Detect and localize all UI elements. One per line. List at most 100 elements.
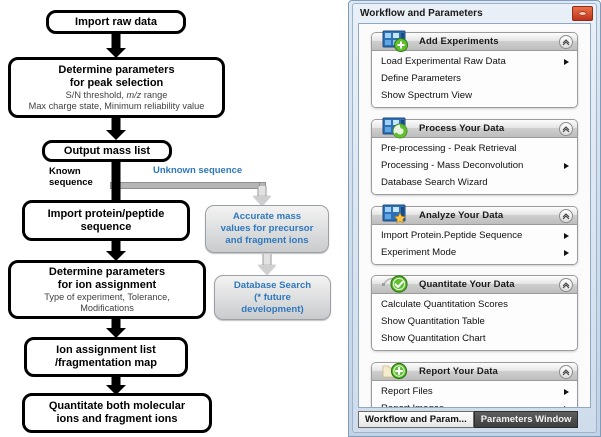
gray-node-line1: Accurate mass	[232, 211, 302, 222]
flow-node-quantitate-both: Quantitate both molecular ions and fragm…	[22, 393, 212, 433]
flow-node-determine-parameters-ion-assignment: Determine parameters for ion assignment …	[8, 260, 206, 319]
menu-item-database-search-wizard[interactable]: Database Search Wizard	[372, 174, 577, 191]
close-glyph	[578, 10, 587, 16]
flow-gray-arrow-to-database-search	[257, 254, 277, 275]
group-menu-list: Import Protein.Peptide Sequence Experime…	[372, 225, 577, 264]
flow-node-title-line1: Determine parameters	[48, 265, 166, 278]
group-header-label: Add Experiments	[419, 36, 499, 47]
window-client-area: Add Experiments Load Experimental Raw Da…	[358, 23, 591, 408]
flow-arrow-1	[106, 34, 126, 58]
group-report-your-data: Report Your Data Report Files Report Ima…	[371, 362, 578, 407]
group-add-experiments: Add Experiments Load Experimental Raw Da…	[371, 30, 578, 108]
window-tab-bar: Workflow and Param... Parameters Window	[358, 409, 591, 428]
group-header-quantitate-your-data[interactable]: Quantitate Your Data	[372, 275, 577, 294]
group-analyze-your-data: Analyze Your Data Import Protein.Peptide…	[371, 204, 578, 265]
chevron-up-icon[interactable]	[559, 364, 573, 379]
flow-node-sub-line2: Modifications	[80, 302, 134, 313]
flow-node-title-line1: Quantitate both molecular	[48, 400, 186, 412]
menu-item-label: Database Search Wizard	[381, 177, 488, 188]
film-grid-star-icon	[378, 203, 414, 227]
flow-gray-node-accurate-mass-values: Accurate mass values for precursor and f…	[205, 205, 329, 253]
menu-item-label: Processing - Mass Deconvolution	[381, 160, 524, 171]
menu-item-calculate-quantitation-scores[interactable]: Calculate Quantitation Scores	[372, 296, 577, 313]
flow-elbow-horizontal	[110, 182, 266, 189]
menu-item-label: Calculate Quantitation Scores	[381, 299, 508, 310]
flow-node-title-line2: sequence	[80, 220, 132, 233]
menu-item-label: Show Quantitation Chart	[381, 333, 486, 344]
menu-item-show-quantitation-table[interactable]: Show Quantitation Table	[372, 313, 577, 330]
flow-label-known-line1: Known	[49, 166, 81, 177]
flow-label-unknown-sequence: Unknown sequence	[153, 165, 243, 176]
chevron-up-icon[interactable]	[559, 277, 573, 292]
group-menu-list: Report Files Report Images	[372, 381, 577, 407]
flow-node-title: Output mass list	[63, 144, 151, 157]
group-menu-list: Load Experimental Raw Data Define Parame…	[372, 51, 577, 107]
menu-item-label: Load Experimental Raw Data	[381, 56, 506, 67]
menu-item-load-experimental-raw-data[interactable]: Load Experimental Raw Data	[372, 53, 577, 70]
flow-node-sub-line1: Type of experiment, Tolerance,	[44, 291, 170, 302]
flow-node-title-line2: ions and fragment ions	[56, 413, 178, 425]
gray-node-line3: development)	[241, 303, 304, 315]
menu-item-label: Define Parameters	[381, 73, 461, 84]
workflow-flowchart-diagram: Import raw data Determine parameters for…	[8, 10, 331, 433]
flow-node-determine-parameters-peak-selection: Determine parameters for peak selection …	[8, 57, 225, 118]
flow-arrow-5	[106, 319, 126, 338]
flow-arrow-4	[106, 241, 126, 261]
window-title: Workflow and Parameters	[360, 7, 483, 19]
menu-item-import-protein-peptide-sequence[interactable]: Import Protein.Peptide Sequence	[372, 227, 577, 244]
group-header-label: Report Your Data	[419, 366, 498, 377]
flow-node-title: Import raw data	[75, 15, 157, 28]
submenu-arrow-icon	[564, 232, 569, 239]
tab-parameters-window[interactable]: Parameters Window	[473, 411, 579, 428]
window-inner-frame: Workflow and Parameters	[352, 3, 597, 433]
green-plus-folder-icon	[378, 359, 414, 383]
group-header-add-experiments[interactable]: Add Experiments	[372, 30, 577, 52]
flow-gray-arrow-to-accurate-mass	[252, 186, 272, 206]
flow-node-output-mass-list: Output mass list	[42, 140, 172, 162]
submenu-arrow-icon	[564, 405, 569, 407]
flow-node-title-line1: Determine parameters	[58, 63, 175, 76]
menu-item-pre-processing-peak-retrieval[interactable]: Pre-processing - Peak Retrieval	[372, 140, 577, 157]
chevron-up-icon[interactable]	[559, 121, 573, 136]
group-quantitate-your-data: Quantitate Your Data Calculate Quantitat…	[371, 275, 578, 351]
submenu-arrow-icon	[564, 58, 569, 65]
menu-item-label: Report Files	[381, 386, 433, 397]
group-process-your-data: Process Your Data Pre-processing - Peak …	[371, 117, 578, 195]
gray-node-line2: (* future	[254, 291, 291, 303]
menu-item-report-files[interactable]: Report Files	[372, 383, 577, 400]
flow-node-import-protein-peptide-sequence: Import protein/peptide sequence	[22, 200, 190, 241]
group-header-report-your-data[interactable]: Report Your Data	[372, 362, 577, 381]
film-grid-add-icon	[378, 29, 414, 53]
menu-item-experiment-mode[interactable]: Experiment Mode	[372, 244, 577, 261]
flow-node-title-line2: for ion assignment	[57, 278, 157, 291]
submenu-arrow-icon	[564, 162, 569, 169]
chevron-up-icon[interactable]	[559, 34, 573, 49]
menu-item-define-parameters[interactable]: Define Parameters	[372, 70, 577, 87]
submenu-arrow-icon	[564, 388, 569, 395]
gray-node-line2: values for precursor	[220, 223, 314, 234]
group-menu-list: Pre-processing - Peak Retrieval Processi…	[372, 138, 577, 194]
flow-node-sub-line1: S/N threshold, m/z range	[65, 89, 168, 100]
flow-gray-node-database-search: Database Search (* future development)	[214, 275, 331, 320]
tab-workflow-and-parameters[interactable]: Workflow and Param...	[358, 411, 474, 428]
menu-item-report-images[interactable]: Report Images	[372, 400, 577, 407]
menu-item-processing-mass-deconvolution[interactable]: Processing - Mass Deconvolution	[372, 157, 577, 174]
flow-arrow-2	[106, 118, 126, 140]
flow-node-import-raw-data: Import raw data	[46, 10, 186, 34]
flow-label-known-sequence: Known sequence	[49, 166, 93, 188]
menu-item-show-spectrum-view[interactable]: Show Spectrum View	[372, 87, 577, 104]
menu-item-label: Pre-processing - Peak Retrieval	[381, 143, 517, 154]
menu-item-label: Show Spectrum View	[381, 90, 473, 101]
flow-node-title-line1: Ion assignment list	[56, 344, 156, 356]
group-menu-list: Calculate Quantitation Scores Show Quant…	[372, 294, 577, 350]
group-header-process-your-data[interactable]: Process Your Data	[372, 117, 577, 139]
flow-node-sub-line2: Max charge state, Minimum reliability va…	[28, 100, 205, 111]
green-check-icon	[378, 272, 414, 296]
group-header-analyze-your-data[interactable]: Analyze Your Data	[372, 204, 577, 225]
gray-node-line3: and fragment ions	[225, 235, 309, 246]
menu-item-show-quantitation-chart[interactable]: Show Quantitation Chart	[372, 330, 577, 347]
flow-node-title-line2: /fragmentation map	[54, 357, 158, 369]
menu-item-label: Import Protein.Peptide Sequence	[381, 230, 523, 241]
chevron-up-icon[interactable]	[559, 208, 573, 223]
close-icon[interactable]	[572, 5, 593, 21]
